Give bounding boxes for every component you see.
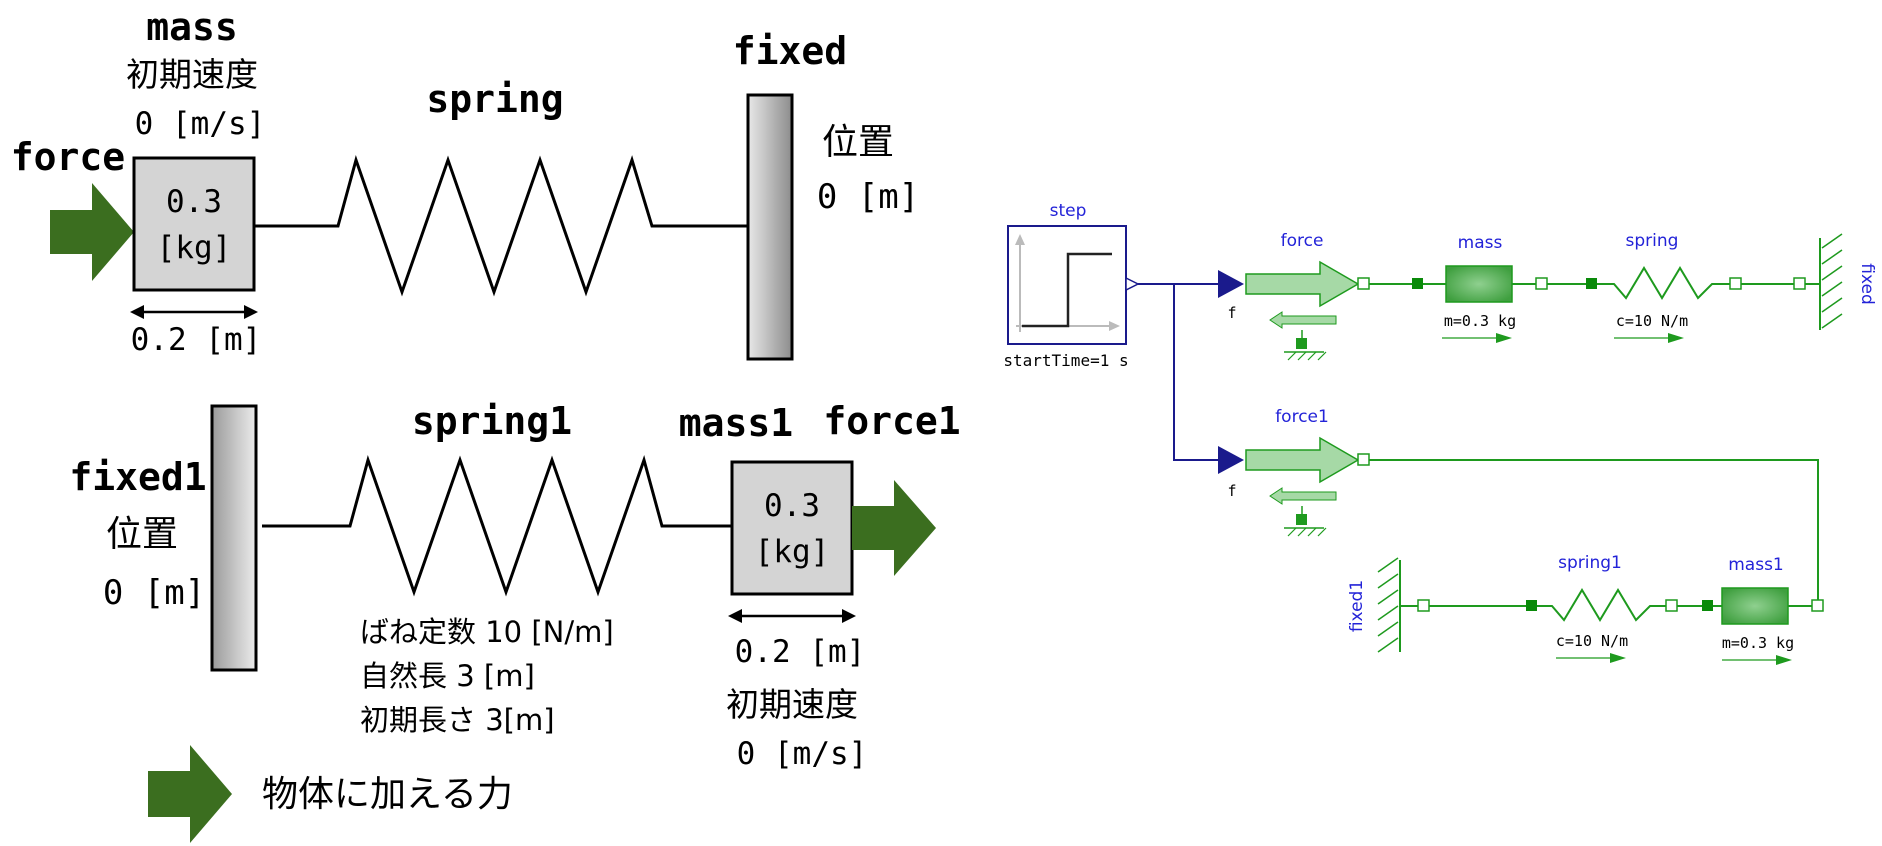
wall-icon xyxy=(746,93,794,361)
mass1-label: mass1 xyxy=(1728,555,1784,575)
force1-port-label: f xyxy=(1227,482,1236,500)
bottom-mass-value: 0.3 xyxy=(764,488,820,524)
mass1-block[interactable] xyxy=(1721,587,1789,625)
spring-label: spring xyxy=(1626,231,1679,251)
bottom-mass-unit: [kg] xyxy=(755,534,830,570)
ground-hatch-icon xyxy=(1269,311,1337,361)
fixed1-block[interactable] xyxy=(1377,557,1418,653)
force-label: force xyxy=(1281,231,1324,251)
spring1-param: c=10 N/m xyxy=(1556,632,1628,650)
wall-icon xyxy=(210,404,258,672)
arrow-right-icon xyxy=(852,480,936,576)
step-param: startTime=1 s xyxy=(1003,351,1128,370)
mass-param: m=0.3 kg xyxy=(1444,312,1516,330)
bottom-position-label: 位置 xyxy=(106,514,178,555)
top-spring-label: spring xyxy=(426,77,563,121)
top-mass-label: mass xyxy=(146,5,238,49)
bottom-natural-length: 自然長 3 [m] xyxy=(360,659,535,693)
mass-label: mass xyxy=(1458,233,1503,253)
legend: 物体に加える力 xyxy=(148,745,513,843)
bottom-mass-label: mass1 xyxy=(679,401,793,445)
force-port-label: f xyxy=(1227,304,1236,322)
top-system: mass 初期速度 0 [m/s] force 0.3 [kg] 0.2 [m]… xyxy=(11,5,919,361)
arrow-right-icon xyxy=(148,745,232,843)
top-mass-init-vel-label: 初期速度 xyxy=(126,55,258,94)
force1-label: force1 xyxy=(1275,407,1329,427)
spring-param: c=10 N/m xyxy=(1616,312,1688,330)
spring-zigzag-icon xyxy=(262,454,732,597)
mass-box-icon xyxy=(132,156,256,292)
bottom-spring-const: ばね定数 10 [N/m] xyxy=(360,615,614,649)
force-input-port xyxy=(1218,270,1244,298)
schematic: step startTime=1 s force f xyxy=(1003,201,1877,665)
bottom-mass-init-vel-value: 0 [m/s] xyxy=(737,736,868,772)
force1-input-port xyxy=(1218,446,1244,474)
fixed-block[interactable] xyxy=(1805,233,1843,330)
fixed-label: fixed xyxy=(1857,263,1877,305)
spring1-block[interactable] xyxy=(1537,588,1666,622)
bottom-mass-init-vel-label: 初期速度 xyxy=(726,685,858,724)
ground-hatch-icon xyxy=(1269,487,1337,537)
bottom-position-value: 0 [m] xyxy=(103,573,205,613)
spring1-label: spring1 xyxy=(1558,553,1622,573)
top-fixed-label: fixed xyxy=(733,29,847,73)
top-mass-unit: [kg] xyxy=(157,230,232,266)
bottom-system: fixed1 位置 0 [m] spring1 ばね定数 10 [N/m] 自然… xyxy=(69,399,960,772)
top-force-label: force xyxy=(11,135,125,179)
arrow-right-icon xyxy=(50,183,134,281)
bottom-mass-width: 0.2 [m] xyxy=(735,634,866,670)
spring-zigzag-icon xyxy=(254,154,748,297)
mass-block[interactable] xyxy=(1445,265,1513,303)
top-position-label: 位置 xyxy=(822,122,894,163)
top-position-value: 0 [m] xyxy=(817,177,919,217)
bottom-initial-length: 初期長さ 3[m] xyxy=(360,703,555,737)
fixed1-label: fixed1 xyxy=(1347,580,1367,632)
force-block[interactable] xyxy=(1245,260,1360,308)
mass-box-icon xyxy=(730,460,854,596)
force1-block[interactable] xyxy=(1245,436,1360,484)
top-mass-value: 0.3 xyxy=(166,184,222,220)
bottom-fixed-label: fixed1 xyxy=(69,455,206,499)
step-signal-icon xyxy=(1015,234,1120,332)
bottom-force-label: force1 xyxy=(823,399,960,443)
mass1-param: m=0.3 kg xyxy=(1722,634,1794,652)
step-label: step xyxy=(1050,201,1087,221)
top-mass-init-vel-value: 0 [m/s] xyxy=(135,106,266,142)
top-mass-width: 0.2 [m] xyxy=(131,322,262,358)
spring-block[interactable] xyxy=(1597,266,1730,300)
legend-text: 物体に加える力 xyxy=(262,774,513,815)
bottom-spring-label: spring1 xyxy=(412,399,572,443)
